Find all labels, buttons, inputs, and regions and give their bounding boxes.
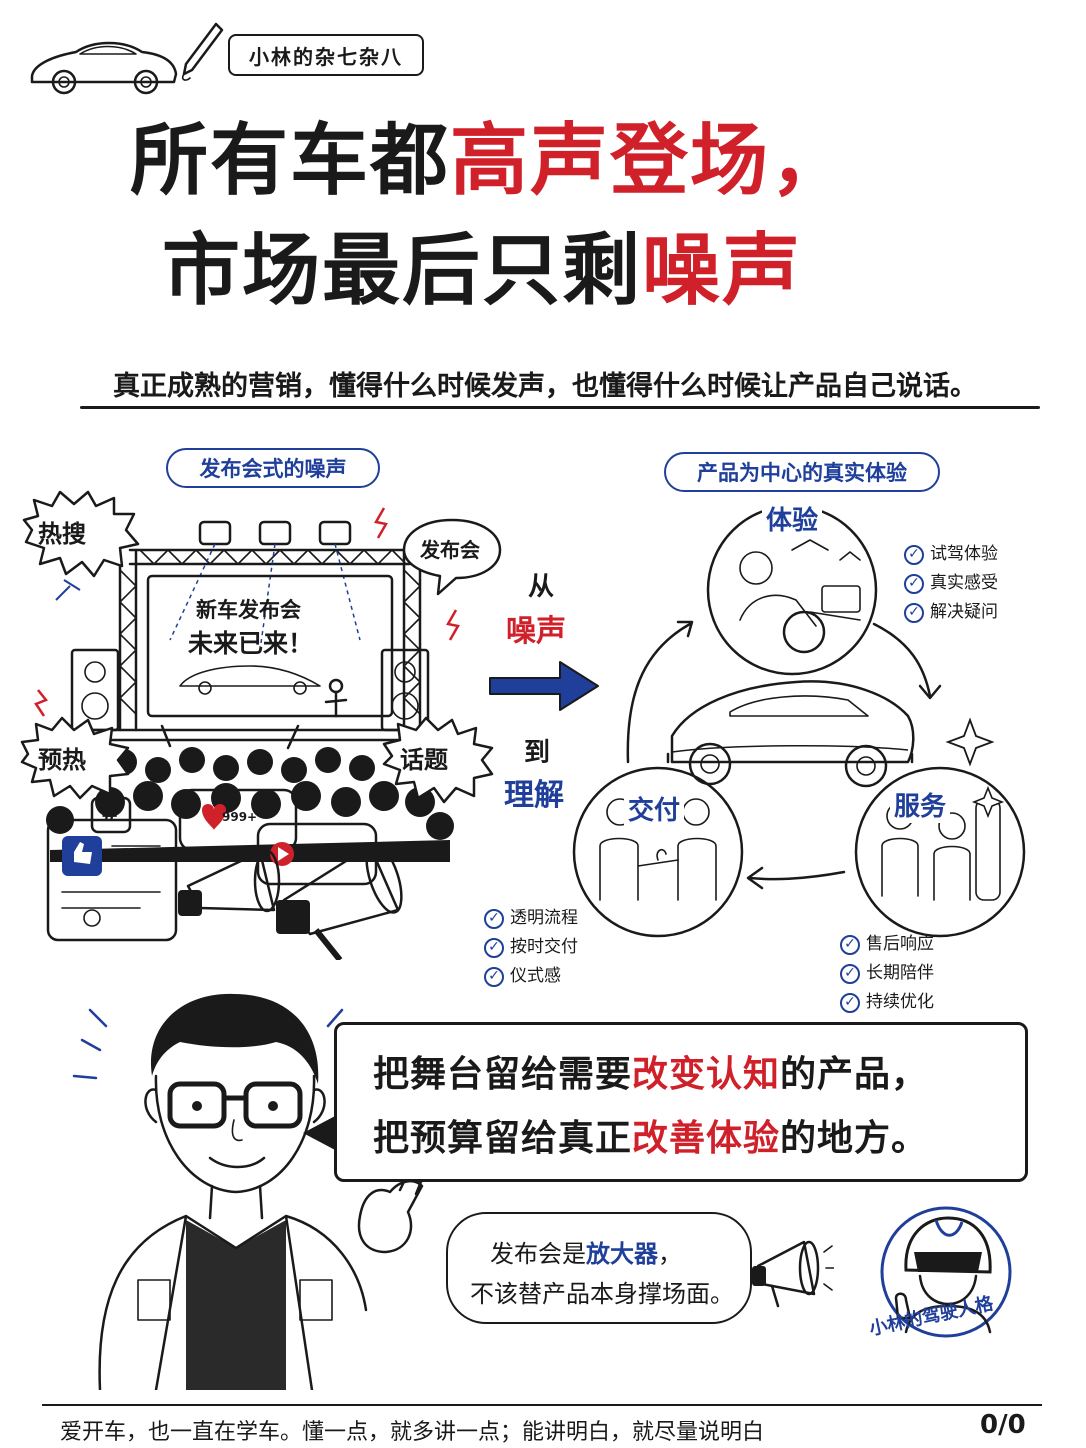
section-label-noise: 发布会式的噪声 xyxy=(166,448,380,488)
pen-icon xyxy=(181,22,224,81)
checklist-item: ✓按时交付 xyxy=(484,933,578,962)
burst-topic xyxy=(382,716,494,804)
footer-divider xyxy=(42,1404,1042,1406)
car-sketch-icon xyxy=(30,41,178,95)
like-count: 999+ xyxy=(222,810,258,824)
to-value: 理解 xyxy=(504,778,564,813)
check-icon: ✓ xyxy=(840,934,860,955)
checklist-item: ✓仪式感 xyxy=(484,962,578,991)
check-icon: ✓ xyxy=(484,937,504,958)
burst-preheat xyxy=(20,716,130,800)
title-2-black: 市场最后只剩 xyxy=(162,226,643,316)
bubble-launch: 发布会 xyxy=(420,538,480,562)
from-word: 从 xyxy=(528,572,555,602)
title-line-1: 所有车都高声登场， xyxy=(130,122,850,200)
check-icon: ✓ xyxy=(904,573,924,594)
series-tag: 小林的杂七杂八 xyxy=(228,34,424,76)
checklist-item: ✓解决疑问 xyxy=(904,598,998,627)
small-speech-bubble: 发布会是放大器， 不该替产品本身撑场面。 xyxy=(446,1212,752,1324)
check-icon: ✓ xyxy=(484,966,504,987)
arrow-right-icon xyxy=(489,661,599,711)
quote-line-1: 把舞台留给需要改变认知的产品， xyxy=(373,1054,929,1095)
check-icon: ✓ xyxy=(904,602,924,623)
title-1-red: 高声登场， xyxy=(450,116,851,206)
checklist-item: ✓持续优化 xyxy=(840,988,934,1017)
quote-line-2: 把预算留给真正改善体验的地方。 xyxy=(373,1118,929,1159)
burst-hot-search xyxy=(22,490,140,578)
delivery-checklist: ✓透明流程 ✓按时交付 ✓仪式感 xyxy=(484,904,578,991)
speech-bubble-launch xyxy=(402,518,502,596)
title-2-red: 噪声 xyxy=(642,226,803,316)
check-icon: ✓ xyxy=(904,544,924,565)
driver-persona-badge xyxy=(880,1206,1012,1338)
service-checklist: ✓售后响应 ✓长期陪伴 ✓持续优化 xyxy=(840,930,934,1017)
small-bubble-line-1: 发布会是放大器， xyxy=(490,1240,682,1268)
footer-text: 爱开车，也一直在学车。懂一点，就多讲一点；能讲明白，就尽量说明白 xyxy=(60,1420,765,1445)
bubble-topic: 话题 xyxy=(400,746,448,774)
node-delivery-label: 交付 xyxy=(624,790,685,827)
subtitle: 真正成熟的营销，懂得什么时候发声，也懂得什么时候让产品自己说话。 xyxy=(113,371,977,402)
to-word: 到 xyxy=(524,738,551,768)
footer-brand: 0/0 xyxy=(980,1410,1026,1440)
view-count: 10W+ xyxy=(302,846,346,861)
product-cycle-illustration xyxy=(572,504,1026,938)
check-icon: ✓ xyxy=(840,963,860,984)
small-bubble-line-2: 不该替产品本身撑场面。 xyxy=(470,1280,734,1308)
screen-line-1: 新车发布会 xyxy=(196,598,301,622)
check-icon: ✓ xyxy=(840,992,860,1013)
checklist-item: ✓真实感受 xyxy=(904,569,998,598)
title-1-black: 所有车都 xyxy=(130,116,451,206)
from-value: 噪声 xyxy=(506,614,566,649)
checklist-item: ✓透明流程 xyxy=(484,904,578,933)
title-line-2: 市场最后只剩噪声 xyxy=(162,232,802,310)
checklist-item: ✓试驾体验 xyxy=(904,540,998,569)
bubble-hot-search: 热搜 xyxy=(38,520,86,548)
check-icon: ✓ xyxy=(484,908,504,929)
subtitle-underline xyxy=(80,406,1040,409)
narrator-illustration xyxy=(72,993,440,1390)
node-experience-label: 体验 xyxy=(762,500,823,537)
megaphone-icon xyxy=(752,1240,834,1308)
checklist-item: ✓售后响应 xyxy=(840,930,934,959)
checklist-item: ✓长期陪伴 xyxy=(840,959,934,988)
bubble-preheat: 预热 xyxy=(38,746,86,774)
launch-event-illustration xyxy=(34,507,460,960)
hashtag-label: # xyxy=(101,802,120,827)
node-service-label: 服务 xyxy=(890,786,951,823)
quote-box: 把舞台留给需要改变认知的产品， 把预算留给真正改善体验的地方。 xyxy=(303,1022,1028,1182)
screen-line-2: 未来已来！ xyxy=(188,629,314,658)
section-label-product: 产品为中心的真实体验 xyxy=(664,452,940,492)
experience-checklist: ✓试驾体验 ✓真实感受 ✓解决疑问 xyxy=(904,540,998,627)
